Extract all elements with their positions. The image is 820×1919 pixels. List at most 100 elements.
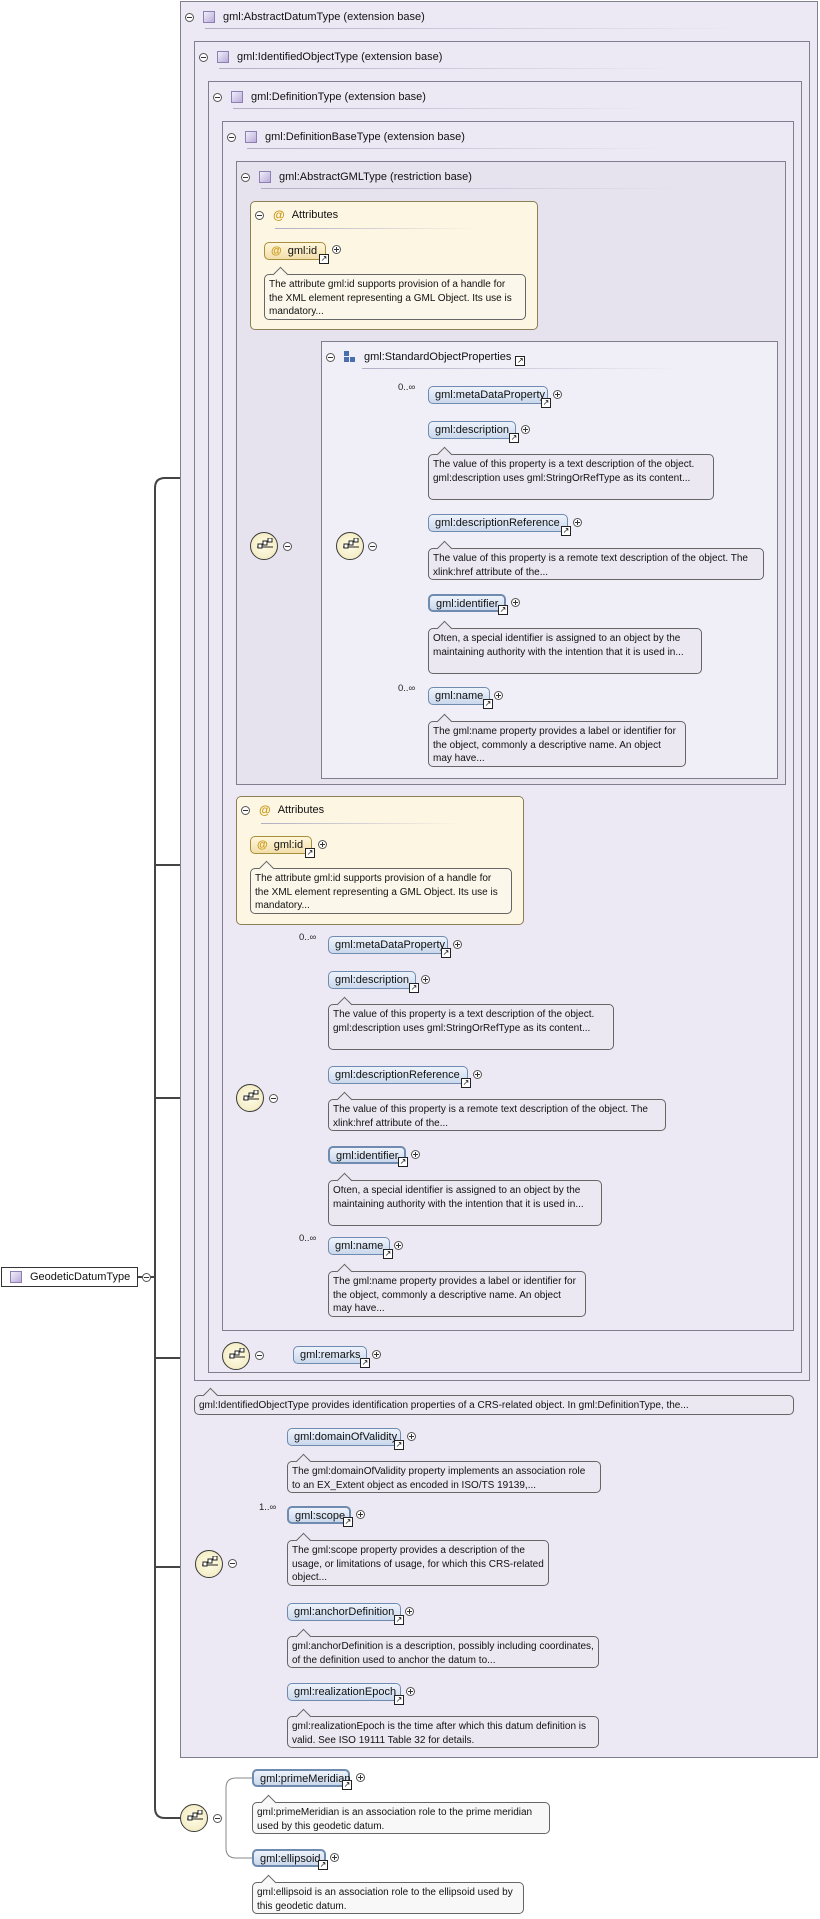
collapse-icon[interactable] (228, 1559, 237, 1568)
cardinality: 0..∞ (299, 932, 317, 943)
attribute-gml-id[interactable]: @gml:id ↗ (250, 836, 315, 858)
link-arrow-icon[interactable]: ↗ (541, 398, 551, 408)
expand-icon[interactable] (421, 975, 430, 984)
link-arrow-icon[interactable]: ↗ (409, 983, 419, 993)
element-metadataproperty[interactable]: gml:metaDataProperty ↗ (328, 936, 451, 958)
element-ellipsoid[interactable]: gml:ellipsoid ↗ (252, 1849, 328, 1870)
expand-icon[interactable] (405, 1607, 414, 1616)
collapse-icon[interactable] (213, 92, 222, 102)
collapse-icon[interactable] (241, 805, 250, 815)
expand-icon[interactable] (494, 691, 503, 700)
element-descriptionreference[interactable]: gml:descriptionReference ↗ (328, 1066, 471, 1088)
expand-icon[interactable] (473, 1070, 482, 1079)
expand-icon[interactable] (411, 1150, 420, 1159)
link-arrow-icon[interactable]: ↗ (343, 1517, 353, 1527)
link-arrow-icon[interactable]: ↗ (398, 1157, 408, 1167)
element-name[interactable]: gml:name ↗ (328, 1237, 393, 1259)
expand-icon[interactable] (356, 1773, 365, 1782)
collapse-icon[interactable] (142, 1273, 151, 1282)
element-anchordefinition[interactable]: gml:anchorDefinition ↗ (287, 1603, 404, 1625)
type-label: gml:IdentifiedObjectType (extension base… (237, 51, 443, 63)
expand-icon[interactable] (511, 598, 520, 607)
collapse-icon[interactable] (185, 12, 194, 22)
link-arrow-icon[interactable]: ↗ (394, 1695, 404, 1705)
collapse-icon[interactable] (269, 1094, 278, 1103)
sequence-compositor[interactable] (236, 1084, 264, 1112)
element-label: gml:domainOfValidity (294, 1431, 398, 1443)
link-arrow-icon[interactable]: ↗ (561, 526, 571, 536)
collapse-icon[interactable] (227, 132, 236, 142)
link-arrow-icon[interactable]: ↗ (394, 1440, 404, 1450)
expand-icon[interactable] (332, 245, 341, 254)
element-doc: gml:primeMeridian is an association role… (252, 1802, 550, 1834)
expand-icon[interactable] (330, 1853, 339, 1862)
sequence-compositor[interactable] (222, 1342, 250, 1370)
element-identifier[interactable]: gml:identifier ↗ (328, 1146, 408, 1167)
element-label: gml:metaDataProperty (335, 939, 446, 951)
link-arrow-icon[interactable]: ↗ (342, 1780, 352, 1790)
collapse-icon[interactable] (368, 542, 377, 551)
link-arrow-icon[interactable]: ↗ (461, 1078, 471, 1088)
collapse-icon[interactable] (241, 172, 250, 182)
element-label: gml:description (335, 974, 409, 986)
element-label: gml:name (435, 690, 484, 702)
link-arrow-icon[interactable]: ↗ (318, 1860, 328, 1870)
sequence-compositor[interactable] (195, 1550, 223, 1578)
element-doc: The value of this property is a text des… (428, 454, 714, 500)
element-identifier[interactable]: gml:identifier ↗ (428, 594, 508, 615)
link-arrow-icon[interactable]: ↗ (360, 1358, 370, 1368)
expand-icon[interactable] (521, 425, 530, 434)
expand-icon[interactable] (407, 1432, 416, 1441)
root-type[interactable]: GeodeticDatumType (1, 1267, 138, 1287)
link-arrow-icon[interactable]: ↗ (498, 605, 508, 615)
expand-icon[interactable] (453, 940, 462, 949)
attribute-doc: The attribute gml:id supports provision … (250, 868, 512, 914)
element-label: gml:ellipsoid (260, 1853, 321, 1865)
element-doc: gml:anchorDefinition is a description, p… (287, 1636, 599, 1668)
complex-type-icon (245, 131, 257, 143)
link-arrow-icon[interactable]: ↗ (483, 699, 493, 709)
attribute-gml-id[interactable]: @gml:id ↗ (264, 242, 329, 264)
element-realizationepoch[interactable]: gml:realizationEpoch ↗ (287, 1683, 404, 1705)
element-remarks[interactable]: gml:remarks ↗ (293, 1346, 370, 1368)
expand-icon[interactable] (356, 1510, 365, 1519)
complex-type-icon (203, 11, 215, 23)
element-scope[interactable]: gml:scope ↗ (287, 1506, 353, 1527)
link-arrow-icon[interactable]: ↗ (305, 848, 315, 858)
link-arrow-icon[interactable]: ↗ (394, 1615, 404, 1625)
sequence-compositor-icon (202, 1556, 218, 1567)
type-doc: gml:IdentifiedObjectType provides identi… (194, 1395, 794, 1415)
element-label: gml:realizationEpoch (294, 1686, 397, 1698)
link-arrow-icon[interactable]: ↗ (319, 254, 329, 264)
element-description[interactable]: gml:description ↗ (428, 421, 519, 443)
element-doc: The gml:name property provides a label o… (328, 1271, 586, 1317)
link-arrow-icon[interactable]: ↗ (441, 948, 451, 958)
collapse-icon[interactable] (213, 1814, 222, 1823)
element-primemeridian[interactable]: gml:primeMeridian ↗ (252, 1769, 352, 1790)
link-arrow-icon[interactable]: ↗ (515, 356, 526, 366)
link-arrow-icon[interactable]: ↗ (383, 1249, 393, 1259)
collapse-icon[interactable] (255, 210, 264, 220)
sequence-compositor[interactable] (336, 532, 364, 560)
element-domainofvalidity[interactable]: gml:domainOfValidity ↗ (287, 1428, 404, 1450)
expand-icon[interactable] (318, 840, 327, 849)
expand-icon[interactable] (406, 1687, 415, 1696)
element-descriptionreference[interactable]: gml:descriptionReference ↗ (428, 514, 571, 536)
sequence-compositor[interactable] (180, 1804, 208, 1832)
expand-icon[interactable] (372, 1350, 381, 1359)
link-arrow-icon[interactable]: ↗ (509, 433, 519, 443)
expand-icon[interactable] (553, 390, 562, 399)
cardinality: 1..∞ (259, 1502, 277, 1513)
complex-type-icon (10, 1271, 22, 1283)
collapse-icon[interactable] (326, 352, 335, 362)
expand-icon[interactable] (394, 1241, 403, 1250)
element-name[interactable]: gml:name ↗ (428, 687, 493, 709)
expand-icon[interactable] (573, 518, 582, 527)
sequence-compositor[interactable] (250, 532, 278, 560)
element-description[interactable]: gml:description ↗ (328, 971, 419, 993)
sequence-compositor-icon (243, 1090, 259, 1101)
collapse-icon[interactable] (283, 542, 292, 551)
element-metadataproperty[interactable]: gml:metaDataProperty ↗ (428, 386, 551, 408)
collapse-icon[interactable] (255, 1351, 264, 1360)
collapse-icon[interactable] (199, 52, 208, 62)
